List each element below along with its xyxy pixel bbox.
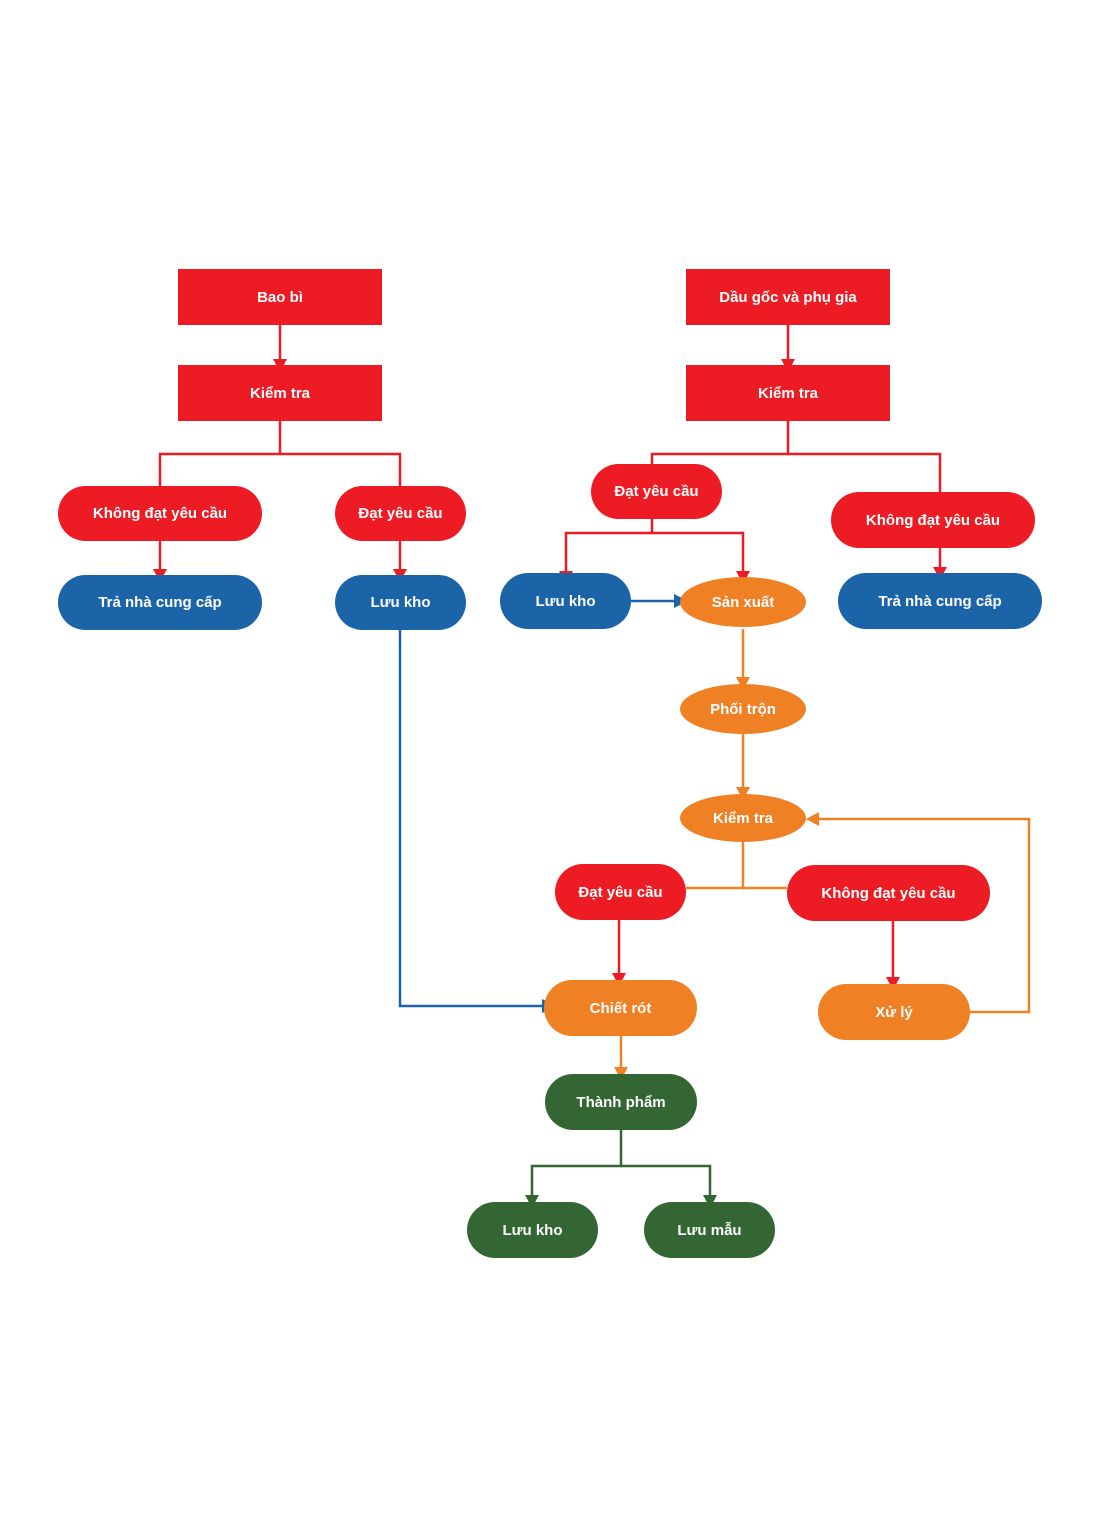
node-san-xuat: Sản xuất xyxy=(680,577,806,627)
node-xu-ly: Xử lý xyxy=(818,984,970,1040)
node-luu-kho-mid: Lưu kho xyxy=(500,573,631,629)
node-luu-kho-left: Lưu kho xyxy=(335,575,466,630)
node-dat-right: Đạt yêu cầu xyxy=(591,464,722,519)
node-dau-goc: Dầu gốc và phụ gia xyxy=(686,269,890,325)
connector-kiemtra-split-right xyxy=(280,452,402,486)
node-kiem-tra-orange: Kiểm tra xyxy=(680,794,806,842)
node-thanh-pham: Thành phẩm xyxy=(545,1074,697,1130)
arrowhead xyxy=(612,973,626,986)
node-tra-ncc-right: Trả nhà cung cấp xyxy=(838,573,1042,629)
node-luu-kho-final: Lưu kho xyxy=(467,1202,598,1258)
connector-thanhpham-luumau xyxy=(621,1164,712,1196)
arrowhead xyxy=(614,1067,628,1080)
node-khong-dat-orange: Không đạt yêu cầu xyxy=(787,865,990,921)
arrowhead xyxy=(736,787,750,800)
node-luu-mau: Lưu mẫu xyxy=(644,1202,775,1258)
node-kiem-tra-right: Kiểm tra xyxy=(686,365,890,421)
node-khong-dat-left: Không đạt yêu cầu xyxy=(58,486,262,541)
node-khong-dat-right: Không đạt yêu cầu xyxy=(831,492,1035,548)
connector-thanhpham-split xyxy=(530,1130,623,1196)
node-tra-ncc-left: Trả nhà cung cấp xyxy=(58,575,262,630)
connector-luukho-chietrot xyxy=(398,630,543,1008)
connector-kiemtra-split-r2 xyxy=(788,452,942,492)
node-phoi-tron: Phối trộn xyxy=(680,684,806,734)
node-kiem-tra-left: Kiểm tra xyxy=(178,365,382,421)
node-chiet-rot: Chiết rót xyxy=(544,980,697,1036)
node-bao-bi: Bao bì xyxy=(178,269,382,325)
arrowhead xyxy=(525,1195,539,1208)
connector-xuly-kiemtra-loop xyxy=(818,817,1031,1014)
connector-dat-split xyxy=(564,519,654,572)
connector-kiemtra-split-orange xyxy=(686,842,745,890)
arrowhead xyxy=(886,977,900,990)
node-dat-left: Đạt yêu cầu xyxy=(335,486,466,541)
connector-dat-sanxuat xyxy=(652,531,745,572)
node-dat-orange: Đạt yêu cầu xyxy=(555,864,686,920)
arrowhead xyxy=(806,812,819,826)
arrowhead xyxy=(736,677,750,690)
connector-kiemtra-split-r1 xyxy=(650,421,790,465)
connector-kiemtra-split-left xyxy=(158,421,282,486)
arrowhead xyxy=(703,1195,717,1208)
